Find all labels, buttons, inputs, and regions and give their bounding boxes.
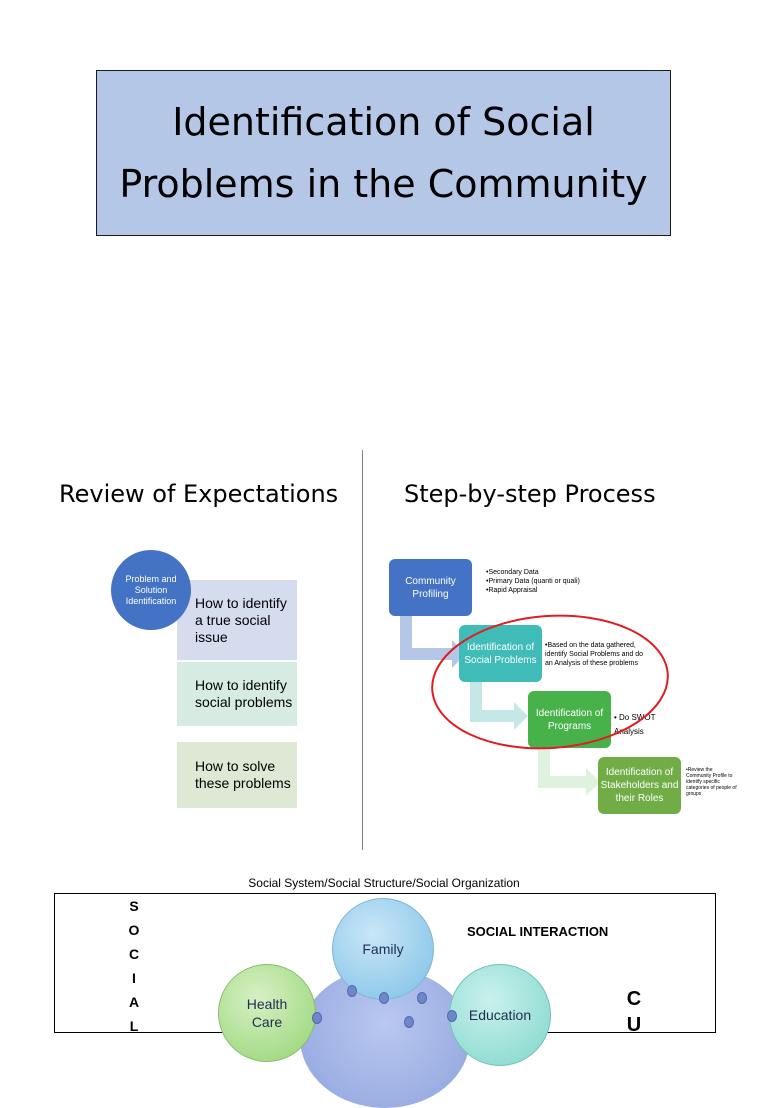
person-icon: [404, 1016, 414, 1028]
slide-title: Identification of Social Problems in the…: [97, 91, 670, 215]
column-divider: [362, 450, 363, 850]
expectation-item-1: How to identify a true social issue: [177, 580, 297, 660]
title-box: Identification of Social Problems in the…: [96, 70, 671, 236]
vertical-letter: U: [626, 1014, 642, 1036]
vertical-letter: L: [129, 1018, 139, 1034]
process-arrows: [400, 615, 600, 796]
step-identification-programs: Identification of Programs: [528, 691, 611, 748]
social-interaction-label: SOCIAL INTERACTION: [467, 924, 609, 939]
vertical-letter: A: [128, 994, 140, 1010]
expectation-item-3-text: How to solve these problems: [195, 758, 291, 791]
person-icon: [447, 1010, 457, 1022]
step-identification-stakeholders: Identification of Stakeholders and their…: [598, 757, 681, 814]
step2-note: •Based on the data gathered, identify So…: [545, 642, 644, 667]
highlight-ellipse: [431, 614, 669, 750]
step4-note: •Review the Community Profile to identif…: [686, 767, 737, 797]
step1-note-2: •Primary Data (quanti or quali): [486, 578, 580, 585]
vertical-text-right: C U: [624, 986, 644, 1038]
vertical-letter: C: [128, 946, 140, 962]
expectation-item-1-text: How to identify a true social issue: [195, 594, 287, 645]
person-icon: [312, 1012, 322, 1024]
step1-note-3: •Rapid Appraisal: [486, 587, 538, 594]
process-arrow-1: [400, 615, 466, 668]
process-arrow-3: [538, 750, 600, 796]
review-heading: Review of Expectations: [59, 480, 339, 508]
problem-solution-circle: Problem and Solution Identification: [111, 550, 191, 630]
bubble-health-care-label: Health Care: [246, 996, 288, 1030]
step1-note-1: •Secondary Data: [486, 569, 539, 576]
expectation-item-2: How to identify social problems: [177, 662, 297, 726]
bubble-health-care: Health Care: [218, 964, 316, 1062]
slide-title-line-2: Problems in the Community: [119, 162, 648, 206]
step3-note: • Do SWOT Analysis: [614, 713, 656, 736]
bubble-education: Education: [449, 964, 551, 1066]
vertical-text-left: S O C I A L: [124, 894, 144, 1038]
expectation-item-3: How to solve these problems: [177, 742, 297, 808]
person-icon: [379, 992, 389, 1004]
social-system-caption: Social System/Social Structure/Social Or…: [248, 876, 520, 890]
person-icon: [347, 985, 357, 997]
vertical-letter: S: [129, 898, 139, 914]
person-icon: [417, 992, 427, 1004]
step1-notes: •Secondary Data •Primary Data (quanti or…: [486, 568, 616, 595]
expectation-gap: [177, 726, 297, 742]
step-community-profiling: Community Profiling: [389, 559, 472, 616]
vertical-letter: C: [626, 988, 642, 1010]
expectation-item-2-text: How to identify social problems: [195, 677, 293, 710]
bubble-family: Family: [332, 898, 434, 1000]
process-heading: Step-by-step Process: [404, 480, 656, 508]
vertical-letter: O: [128, 922, 140, 938]
vertical-letter: I: [132, 970, 136, 986]
process-arrow-2: [470, 682, 528, 730]
step-identification-social-problems: Identification of Social Problems: [459, 625, 542, 682]
slide-title-line-1: Identification of Social: [172, 100, 595, 144]
